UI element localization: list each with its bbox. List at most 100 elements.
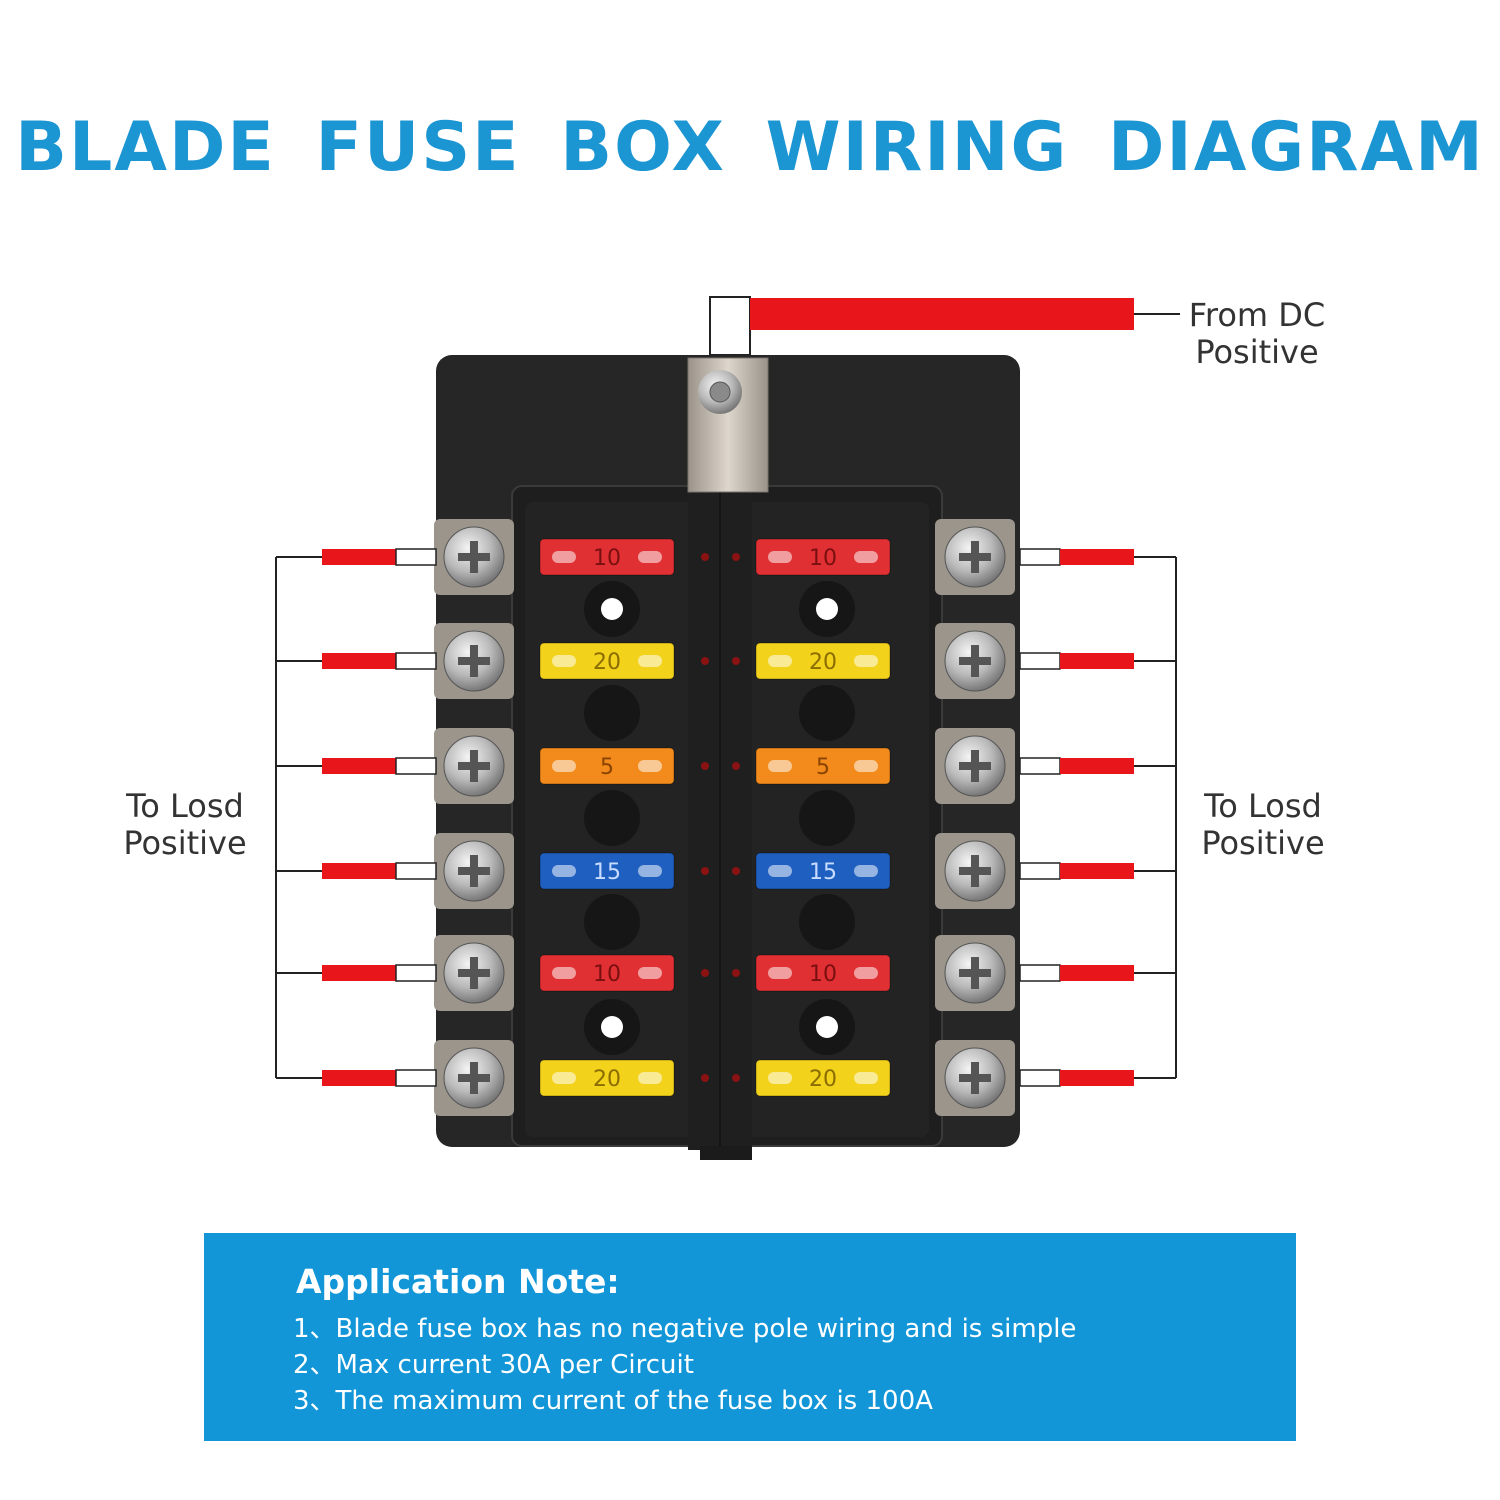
mounting-hole (799, 894, 855, 950)
fuse-rating-label: 10 (809, 962, 837, 987)
wire-terminal (1019, 862, 1061, 880)
fuse-rating-label: 20 (809, 650, 837, 675)
left-load-wires (275, 548, 437, 1087)
indicator-leds (701, 553, 740, 1082)
fuse-blade-window (854, 760, 878, 772)
mounting-hole (799, 790, 855, 846)
blade-fuse[interactable] (539, 954, 675, 992)
from-dc-line: From DC (1188, 296, 1326, 334)
load-wire (1060, 863, 1134, 879)
blade-fuse[interactable] (539, 747, 675, 785)
fuse-blade-window (768, 655, 792, 667)
screw-slot (458, 762, 490, 770)
fuse-rating-label: 20 (593, 1067, 621, 1092)
wire-terminal (1019, 1069, 1061, 1087)
fuse-blade-window (552, 760, 576, 772)
load-wire (1060, 965, 1134, 981)
load-wire (322, 1070, 396, 1086)
from-dc-positive-line: Positive (1195, 333, 1319, 371)
mounting-hole (584, 894, 640, 950)
fuse-blade-window (552, 655, 576, 667)
blade-fuse[interactable] (755, 747, 891, 785)
blade-fuse[interactable] (755, 538, 891, 576)
right-load-label: To Losd Positive (1178, 788, 1348, 862)
led-icon (701, 969, 709, 977)
blade-fuse[interactable] (755, 642, 891, 680)
load-wire (1060, 758, 1134, 774)
load-wire (322, 965, 396, 981)
led-icon (732, 969, 740, 977)
led-icon (732, 867, 740, 875)
led-icon (701, 762, 709, 770)
fuse-blade-window (638, 760, 662, 772)
application-note-item: 1、Blade fuse box has no negative pole wi… (293, 1314, 1077, 1344)
hole-highlight (601, 1016, 623, 1038)
left-load-line2: Positive (123, 824, 247, 862)
load-wire (322, 653, 396, 669)
load-wire (322, 758, 396, 774)
screw-slot (458, 867, 490, 875)
application-note-item: 2、Max current 30A per Circuit (293, 1350, 694, 1380)
load-wire (1060, 549, 1134, 565)
fuse-rating-label: 15 (809, 860, 837, 885)
application-note-list: 1、Blade fuse box has no negative pole wi… (293, 1311, 1076, 1419)
screw-slot (458, 1074, 490, 1082)
fuse-blade-window (638, 551, 662, 563)
fuse-blade-window (552, 967, 576, 979)
right-load-line1: To Losd (1204, 787, 1322, 825)
wire-terminal (1019, 757, 1061, 775)
screw-slot (959, 867, 991, 875)
blade-fuse[interactable] (755, 852, 891, 890)
blade-fuse[interactable] (755, 954, 891, 992)
left-terminal-screws (434, 519, 514, 1116)
right-load-line2: Positive (1201, 824, 1325, 862)
bus-terminal-plate (687, 357, 769, 493)
fuse-blade-window (768, 760, 792, 772)
mounting-holes (584, 581, 855, 1055)
blade-fuse[interactable] (755, 1059, 891, 1097)
screw-slot (458, 969, 490, 977)
screw-slot (959, 1074, 991, 1082)
wire-terminal (1019, 964, 1061, 982)
left-load-line1: To Losd (126, 787, 244, 825)
fuse-rating-label: 10 (593, 962, 621, 987)
mounting-hole (799, 685, 855, 741)
blade-fuse[interactable] (539, 642, 675, 680)
blade-fuse[interactable] (539, 538, 675, 576)
fuse-rating-label: 10 (593, 546, 621, 571)
led-icon (701, 657, 709, 665)
led-icon (701, 867, 709, 875)
screw-slot (959, 657, 991, 665)
load-wire (1060, 653, 1134, 669)
fuse-rating-label: 10 (809, 546, 837, 571)
fuse-blade-window (638, 967, 662, 979)
blade-fuse[interactable] (539, 852, 675, 890)
blade-fuse[interactable] (539, 1059, 675, 1097)
fuse-rating-label: 20 (809, 1067, 837, 1092)
fuse-rating-label: 15 (593, 860, 621, 885)
wire-terminal (1019, 548, 1061, 566)
wire-terminal (395, 548, 437, 566)
load-wire (322, 549, 396, 565)
fuse-rating-label: 5 (600, 755, 614, 780)
wire-terminal (395, 862, 437, 880)
led-icon (701, 1074, 709, 1082)
fuse-blade-window (552, 551, 576, 563)
led-icon (732, 762, 740, 770)
screw-slot (959, 969, 991, 977)
dc-input-wire (709, 296, 1180, 356)
hole-highlight (816, 598, 838, 620)
fuse-blade-window (854, 551, 878, 563)
wire-terminal (395, 757, 437, 775)
screw-slot (458, 657, 490, 665)
fuse-blade-window (638, 655, 662, 667)
left-load-label: To Losd Positive (100, 788, 270, 862)
bus-terminal-bolt-icon (709, 381, 731, 403)
right-terminal-screws (935, 519, 1015, 1116)
wire-terminal (395, 652, 437, 670)
led-icon (732, 553, 740, 561)
fuse-blade-window (638, 1072, 662, 1084)
led-icon (701, 553, 709, 561)
